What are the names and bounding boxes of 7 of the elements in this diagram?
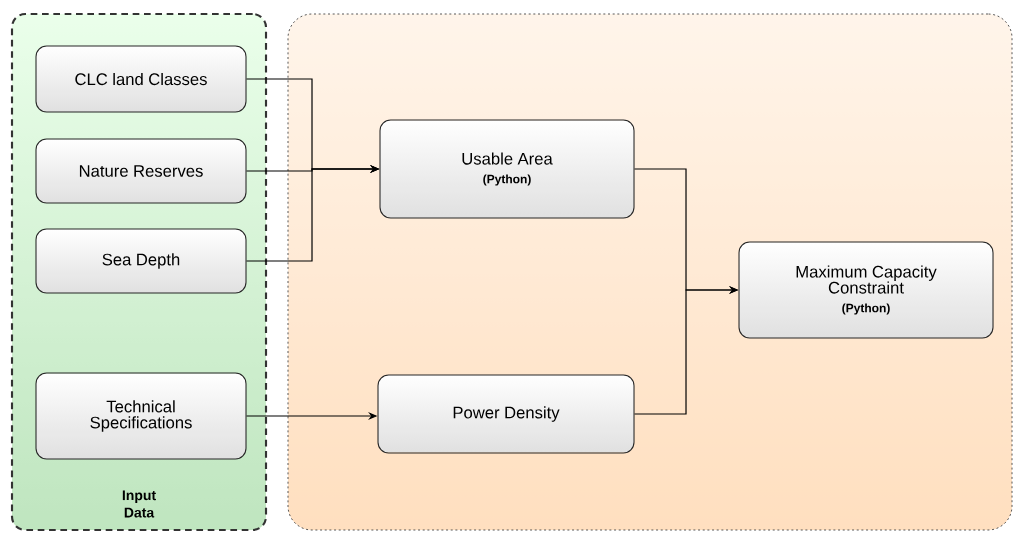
process-box: Sea Depth [35,228,247,294]
process-box: CLC land Classes [35,45,247,113]
process-box: Nature Reserves [35,138,247,204]
process-box: Usable Area (Python) [379,119,635,219]
process-box: Maximum Capacity Constraint (Python) [738,241,994,339]
process-box: Technical Specifications [35,372,247,460]
process-box: Power Density [377,374,635,454]
